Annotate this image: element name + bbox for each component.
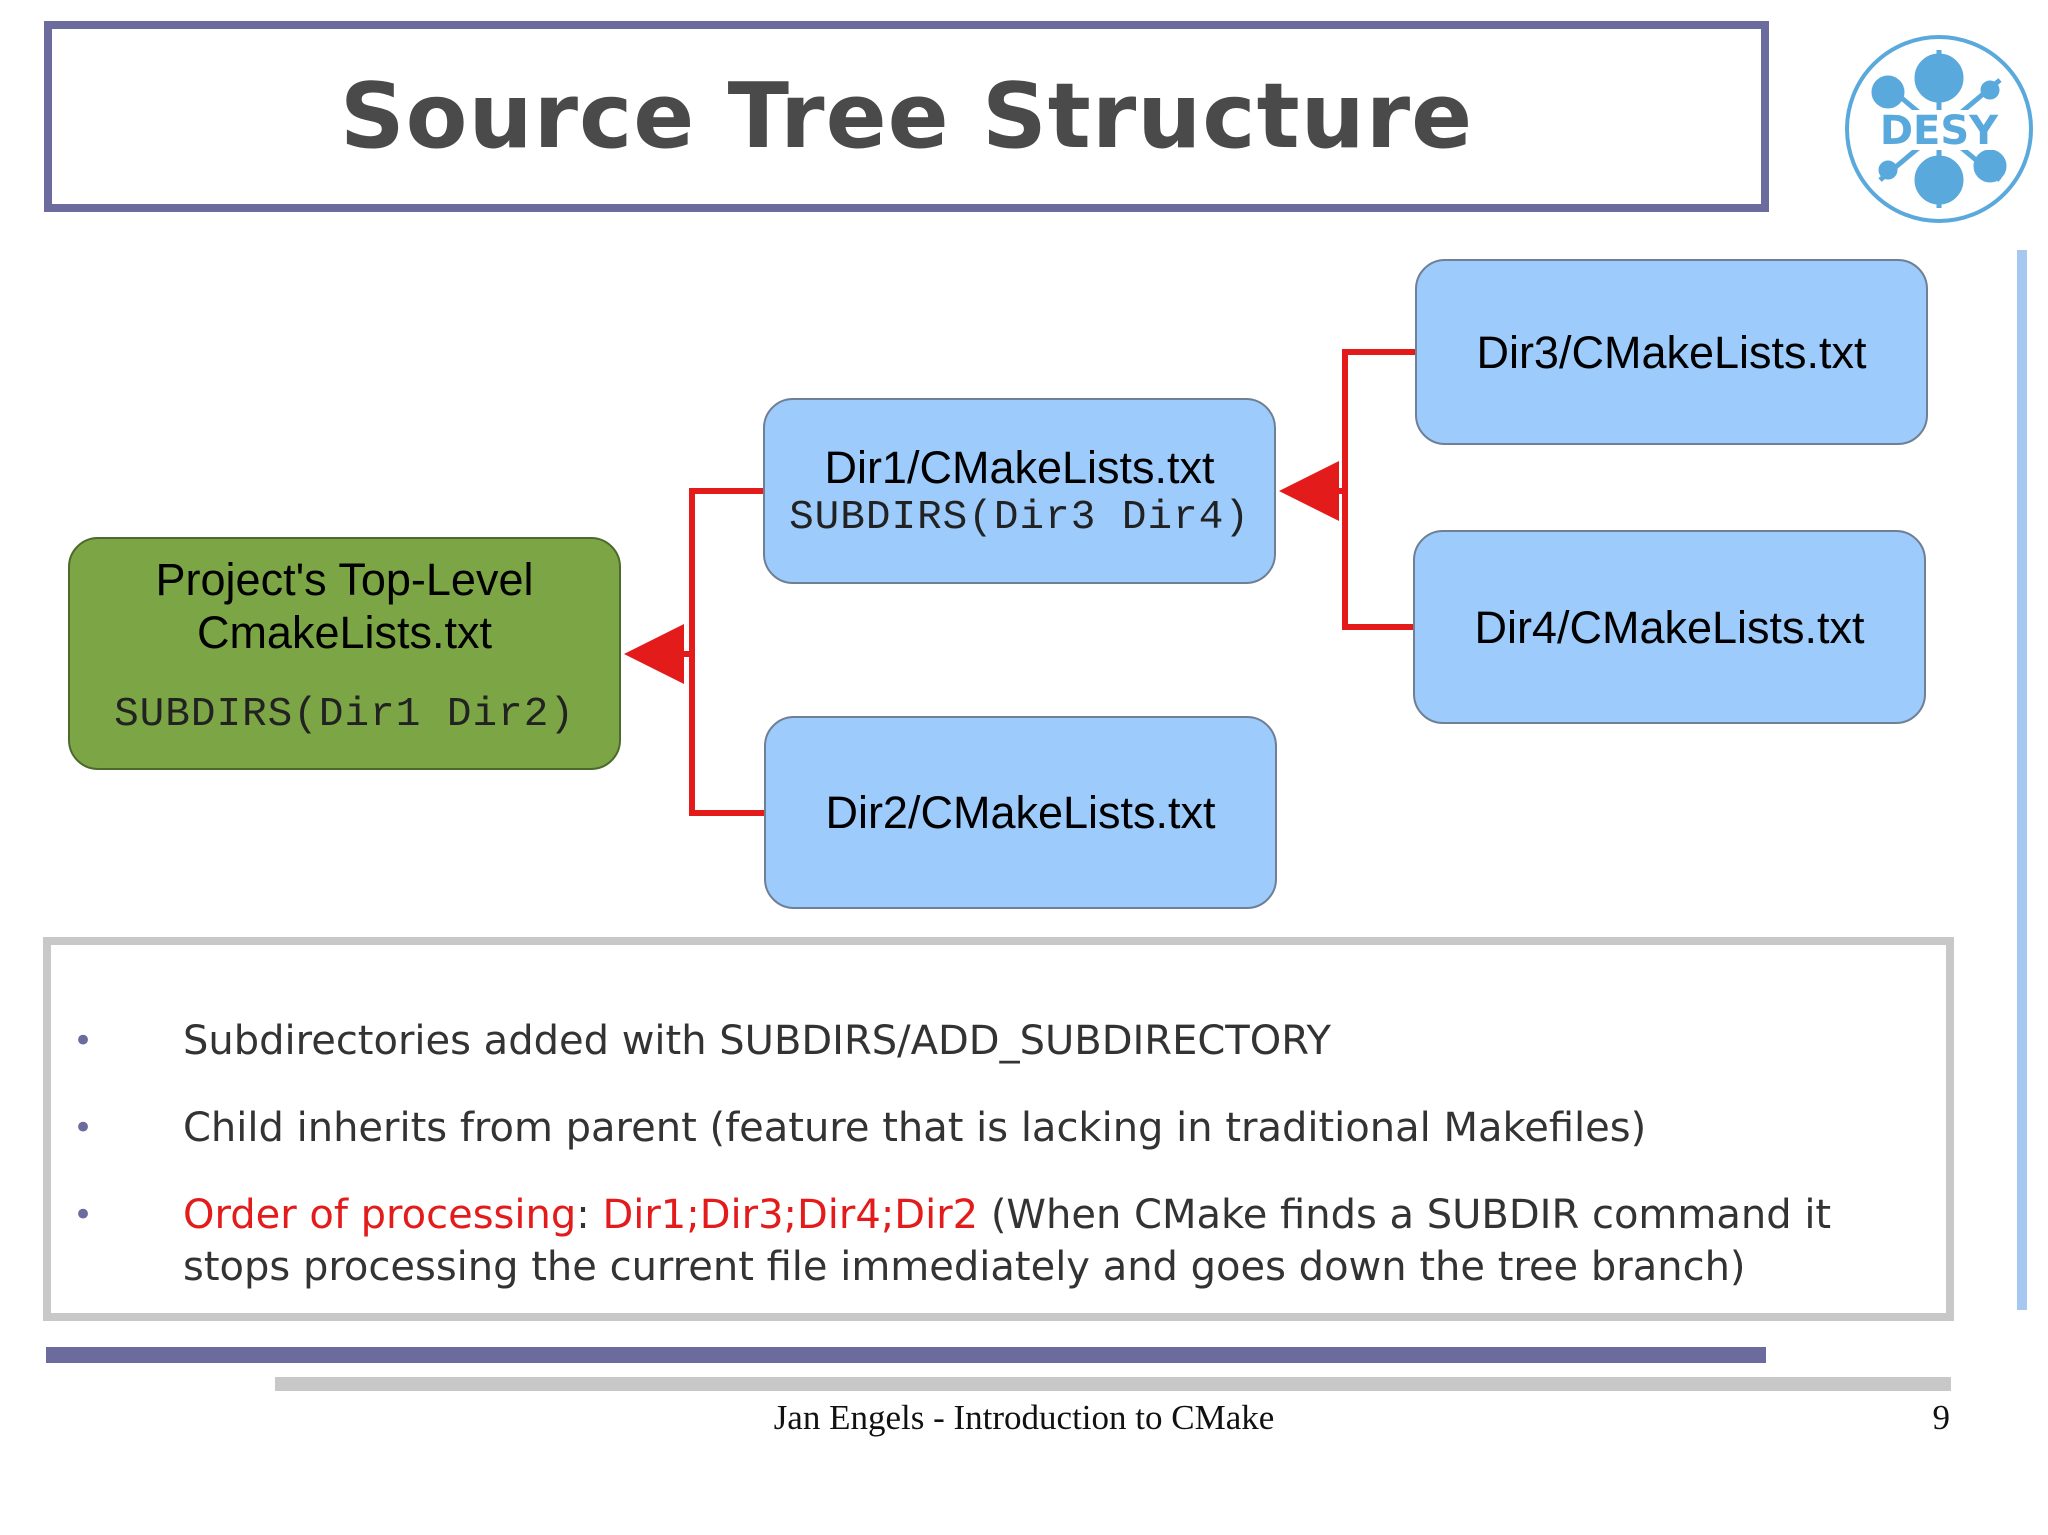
dir2-title: Dir2/CMakeLists.txt: [825, 787, 1216, 838]
bullet-list-frame: • Subdirectories added with SUBDIRS/ADD_…: [43, 937, 1954, 1321]
dir4-title: Dir4/CMakeLists.txt: [1474, 601, 1865, 653]
bullet-item: • Child inherits from parent (feature th…: [73, 1102, 1933, 1154]
dir3-cmakelists-box: Dir3/CMakeLists.txt: [1415, 259, 1928, 445]
connector-dir1-dir2: [689, 488, 764, 816]
bullet-dot: •: [73, 1108, 94, 1148]
top-level-code: SUBDIRS(Dir1 Dir2): [114, 692, 575, 738]
order-sequence: Dir1;Dir3;Dir4;Dir2: [602, 1192, 979, 1238]
right-accent-bar: [2017, 250, 2027, 1310]
bullet-dot: •: [73, 1195, 94, 1235]
top-level-cmakelists-box: Project's Top-Level CmakeLists.txt SUBDI…: [68, 537, 621, 770]
dir1-cmakelists-box: Dir1/CMakeLists.txt SUBDIRS(Dir3 Dir4): [763, 398, 1276, 584]
title-frame: Source Tree Structure: [44, 21, 1769, 212]
desy-logo: DESY: [1845, 35, 2033, 223]
order-explanation-line2: stops processing the current file immedi…: [183, 1244, 1746, 1290]
order-explanation-line1: (When CMake finds a SUBDIR command it: [978, 1192, 1832, 1238]
bullet-dot: •: [73, 1021, 94, 1061]
connector-dir3-dir4: [1342, 349, 1415, 630]
top-level-title-line1: Project's Top-Level: [155, 554, 534, 605]
order-label: Order of processing: [183, 1192, 577, 1238]
footer-bar-secondary: [275, 1377, 1951, 1391]
bullet-text: Order of processing: Dir1;Dir3;Dir4;Dir2…: [183, 1189, 1933, 1293]
footer-bar-primary: [46, 1347, 1766, 1363]
page-number: 9: [1932, 1398, 1951, 1437]
logo-text: DESY: [1880, 108, 1999, 154]
footer-text: Jan Engels - Introduction to CMake: [773, 1398, 1275, 1437]
bullet-item: • Subdirectories added with SUBDIRS/ADD_…: [73, 1015, 1933, 1067]
bullet-text: Subdirectories added with SUBDIRS/ADD_SU…: [183, 1018, 1331, 1064]
dir3-title: Dir3/CMakeLists.txt: [1476, 326, 1867, 378]
dir1-code: SUBDIRS(Dir3 Dir4): [789, 494, 1250, 541]
dir4-cmakelists-box: Dir4/CMakeLists.txt: [1413, 530, 1926, 724]
bullet-item: • Order of processing: Dir1;Dir3;Dir4;Di…: [73, 1189, 1933, 1293]
order-separator: :: [576, 1192, 603, 1238]
bullet-text: Child inherits from parent (feature that…: [183, 1105, 1647, 1151]
dir2-cmakelists-box: Dir2/CMakeLists.txt: [764, 716, 1277, 909]
dir1-title: Dir1/CMakeLists.txt: [824, 441, 1215, 493]
top-level-title-line2: CmakeLists.txt: [196, 607, 493, 658]
page-title: Source Tree Structure: [339, 64, 1474, 169]
